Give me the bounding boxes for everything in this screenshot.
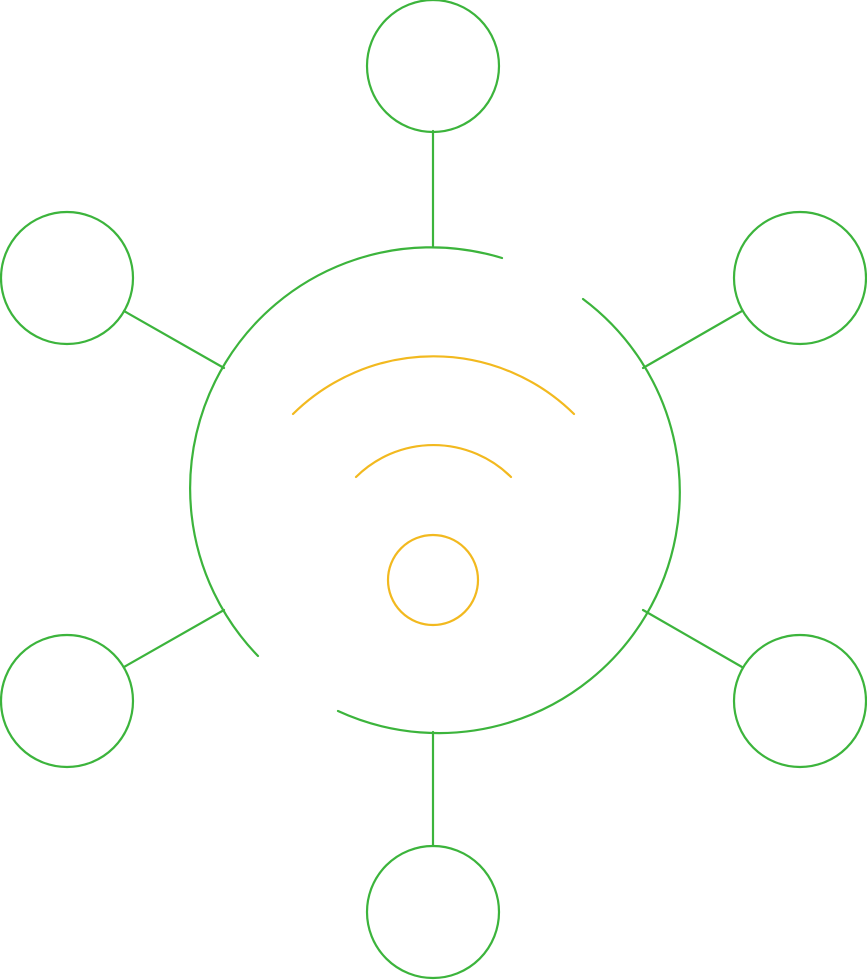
connector-upper-right: [641, 309, 744, 370]
wifi-source-dot: [386, 533, 480, 627]
hub-ring-arc-secondary: [336, 297, 681, 735]
node-top: [365, 0, 501, 134]
node-upper-right: [732, 210, 867, 346]
connector-lower-right: [641, 608, 744, 669]
connector-lower-left: [122, 608, 226, 669]
connector-upper-left: [122, 309, 226, 370]
node-lower-right: [732, 633, 867, 769]
wifi-outer-arc: [291, 355, 576, 416]
wifi-inner-arc: [354, 443, 513, 479]
node-upper-left: [0, 210, 135, 346]
node-lower-left: [0, 633, 135, 769]
hub-ring-arc-main: [189, 246, 504, 658]
node-bottom: [365, 844, 501, 980]
